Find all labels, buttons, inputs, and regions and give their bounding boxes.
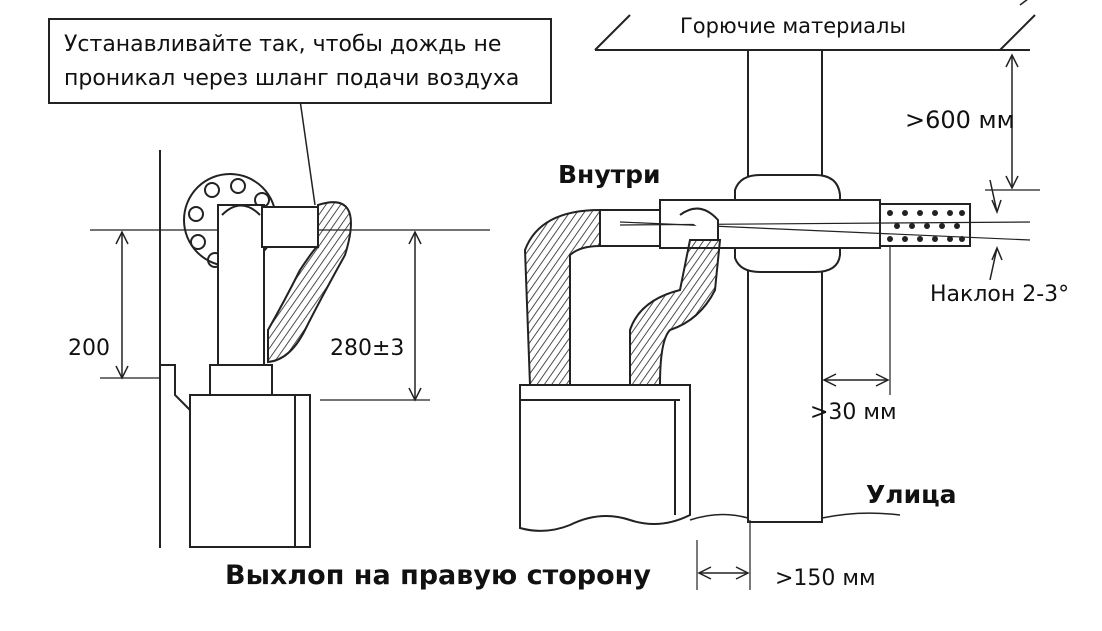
exhaust-pipe: [217, 204, 265, 366]
intake-hose: [523, 208, 601, 386]
wall-bracket: [160, 364, 191, 411]
heater-body: [189, 394, 311, 548]
clearance-side-label: >30 мм: [810, 400, 897, 425]
clearance-wall-label: >150 мм: [775, 566, 876, 591]
air-hose: [267, 201, 352, 364]
dim-200-label: 200: [68, 336, 110, 361]
exhaust-hose: [629, 239, 722, 386]
right-assembly: [519, 0, 1040, 590]
callout-box: Устанавливайте так, чтобы дождь не прони…: [48, 18, 552, 104]
terminal-holes: [887, 210, 965, 242]
heater-body-right: [519, 384, 691, 532]
left-assembly: [90, 99, 490, 548]
inside-air-pipe: [599, 209, 661, 247]
callout-pointer: [299, 99, 316, 206]
outside-label: Улица: [866, 480, 957, 509]
diagram-title: Выхлоп на правую сторону: [225, 560, 651, 591]
wall-section: [747, 49, 823, 523]
clearance-top-label: >600 мм: [905, 106, 1015, 134]
callout-line-1: Устанавливайте так, чтобы дождь не: [64, 32, 502, 57]
callout-line-2: проникал через шланг подачи воздуха: [64, 66, 520, 91]
dim-280-label: 280±3: [330, 336, 405, 361]
combustible-label: Горючие материалы: [680, 14, 907, 38]
slope-label: Наклон 2-3°: [930, 282, 1070, 307]
inside-label: Внутри: [558, 160, 661, 189]
air-intake-pipe: [261, 206, 319, 248]
combustible-slab: [594, 14, 1036, 51]
